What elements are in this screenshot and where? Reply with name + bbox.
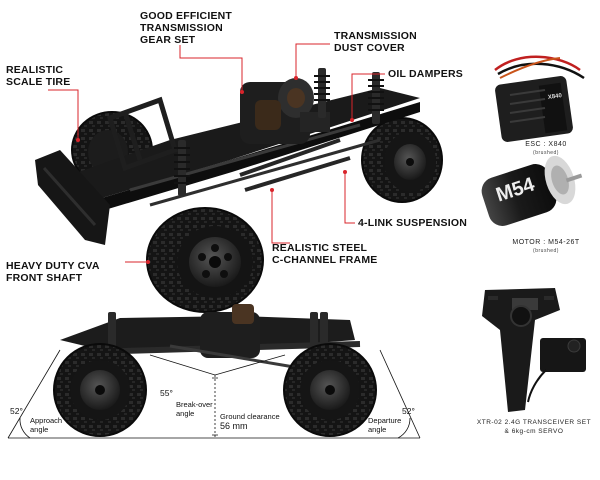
ground-clearance-label: Ground clearance xyxy=(220,412,280,421)
front-body-mount xyxy=(106,96,179,172)
crawler-angled-view xyxy=(35,68,443,313)
callout-cva-shaft: HEAVY DUTY CVA FRONT SHAFT xyxy=(6,260,100,284)
callout-realistic-scale-tire: REALISTIC SCALE TIRE xyxy=(6,64,71,88)
esc-print: X840 xyxy=(547,93,563,101)
steel-c-channel-frame xyxy=(70,88,420,212)
approach-angle-label: Approach angle xyxy=(30,416,63,434)
motor-m54 xyxy=(481,155,583,226)
four-link-suspension xyxy=(239,138,351,192)
front-right-tire xyxy=(146,207,264,313)
motor-label: MOTOR : M54-26T (brushed) xyxy=(512,239,580,254)
geometry-lines xyxy=(7,349,421,439)
side-rear-wheel xyxy=(283,343,377,437)
oil-damper-front xyxy=(174,140,190,196)
servo xyxy=(527,338,586,403)
breakover-angle-label: Break-over angle xyxy=(176,400,213,418)
side-front-wheel xyxy=(53,343,147,437)
callout-dust-cover: TRANSMISSION DUST COVER xyxy=(334,30,417,54)
esc-label: ESC : X840 (brushed) xyxy=(525,141,567,156)
transmitter-label: XTR-02 2.4G TRANSCEIVER SET & 6kg-cm SER… xyxy=(476,419,592,435)
ground-clearance-value: 56 mm xyxy=(220,421,248,431)
esc-module xyxy=(494,55,585,142)
crawler-side-view xyxy=(53,304,377,437)
callout-four-link-suspension: 4-LINK SUSPENSION xyxy=(358,217,467,229)
callout-gear-set: GOOD EFFICIENT TRANSMISSION GEAR SET xyxy=(140,10,233,46)
callout-steel-frame: REALISTIC STEEL C-CHANNEL FRAME xyxy=(272,242,378,266)
callout-oil-dampers: OIL DAMPERS xyxy=(388,68,463,80)
transmitter-xtr02 xyxy=(482,288,560,412)
oil-damper-rear xyxy=(314,68,384,124)
breakover-angle-value: 55° xyxy=(160,388,173,398)
departure-angle-value: 52° xyxy=(402,406,415,416)
departure-angle-label: Departure angle xyxy=(368,416,402,434)
callout-dots xyxy=(76,76,354,264)
approach-angle-value: 52° xyxy=(10,406,23,416)
front-bumper xyxy=(35,150,110,245)
callout-leaders xyxy=(48,43,385,263)
rear-right-tire xyxy=(361,117,443,203)
